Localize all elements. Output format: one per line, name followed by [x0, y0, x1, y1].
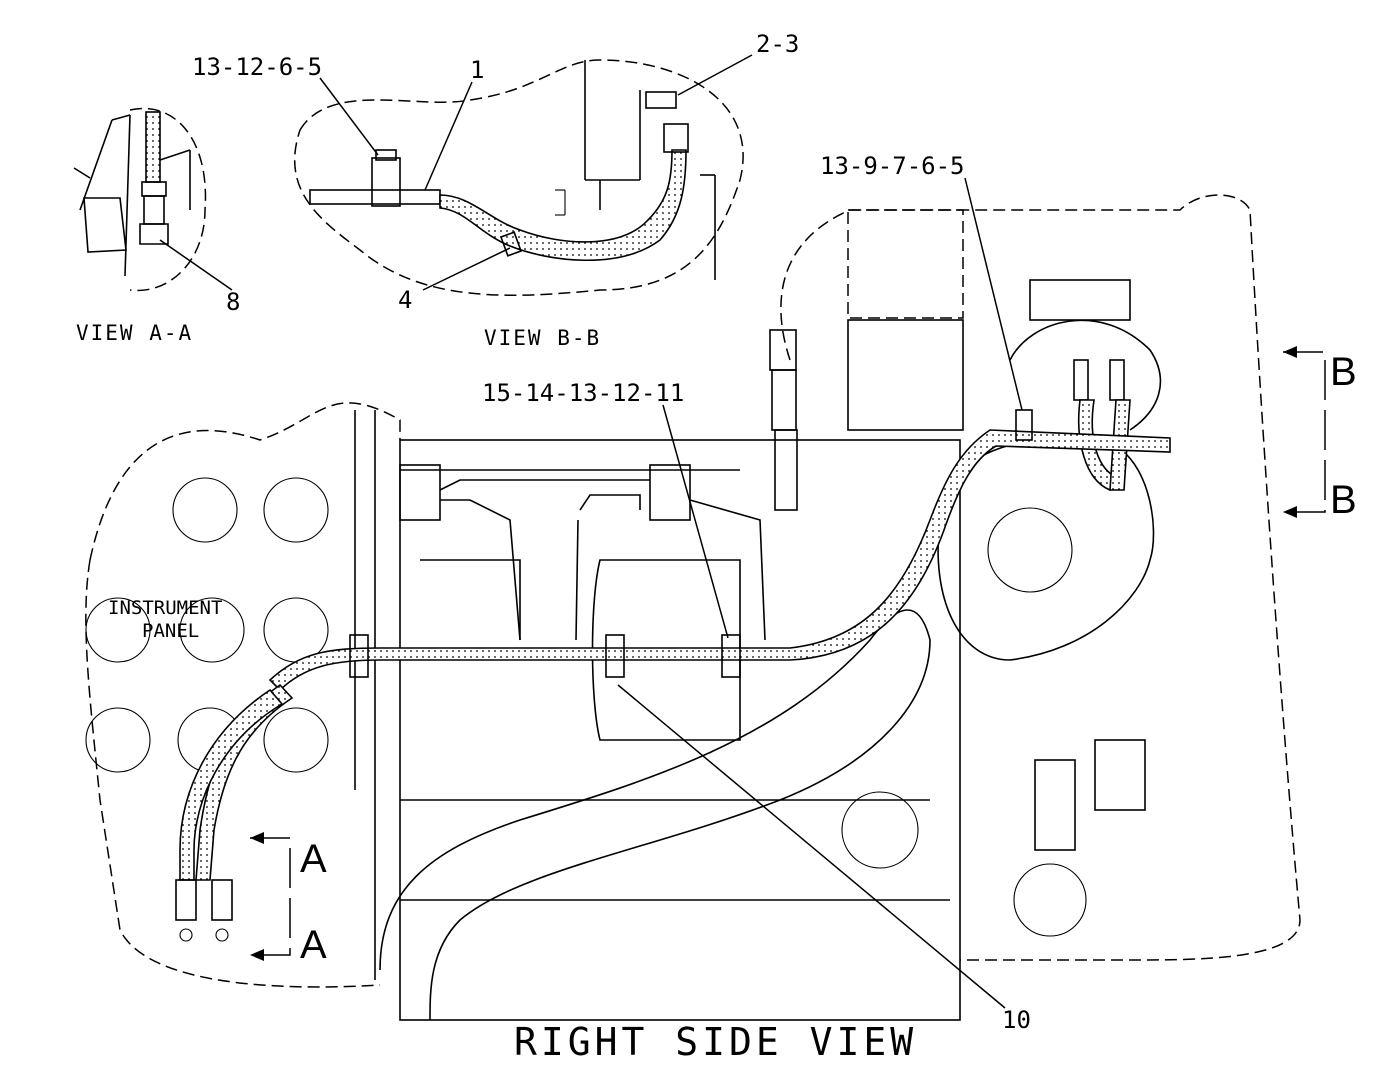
view-b-detail	[294, 59, 744, 296]
view-a-detail	[73, 107, 207, 292]
section-marker-b-bottom: B	[1330, 478, 1357, 522]
view-b-label: VIEW B-B	[484, 326, 601, 350]
section-marker-a-top: A	[300, 837, 327, 881]
gauges	[85, 477, 329, 773]
section-marker-a-bottom: A	[300, 923, 327, 967]
instrument-panel-label-line1: INSTRUMENT	[108, 597, 222, 619]
leader-lines	[159, 54, 1023, 1009]
callout-13-12-6-5: 13-12-6-5	[192, 53, 322, 81]
diagram-title: RIGHT SIDE VIEW	[514, 1020, 917, 1064]
section-b-arrows	[1283, 346, 1326, 518]
callout-13-9-7-6-5: 13-9-7-6-5	[820, 152, 965, 180]
callout-10: 10	[1002, 1006, 1031, 1034]
callout-15-14-13-12-11: 15-14-13-12-11	[482, 379, 684, 407]
section-marker-b-top: B	[1330, 350, 1357, 394]
section-a-arrows	[250, 832, 291, 961]
instrument-panel-label-line2: PANEL	[142, 620, 199, 642]
callout-1: 1	[470, 56, 484, 84]
callout-2-3: 2-3	[756, 30, 799, 58]
main-view	[85, 194, 1301, 1021]
callout-4: 4	[398, 286, 412, 314]
callout-8: 8	[226, 288, 240, 316]
view-a-label: VIEW A-A	[76, 321, 193, 345]
